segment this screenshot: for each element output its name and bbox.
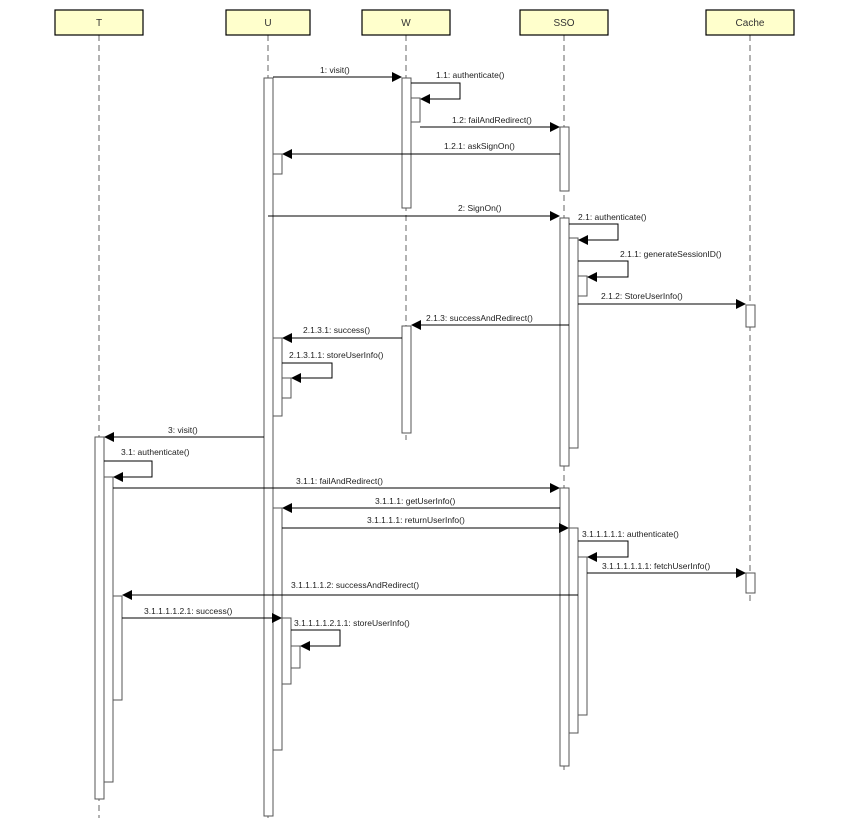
activation-sso-fail2 xyxy=(559,487,570,767)
message-3-1-1-1-1-2-1-label: 3.1.1.1.1.2.1: success() xyxy=(144,606,233,616)
activation-u-asksignon xyxy=(272,153,283,175)
message-3-1-1-1-1-1-1[interactable]: 3.1.1.1.1.1.1: fetchUserInfo() xyxy=(587,561,746,578)
activation-sso-authenticate2 xyxy=(577,556,588,716)
message-2-1[interactable]: 2.1: authenticate() xyxy=(569,212,647,245)
message-2-1-3[interactable]: 2.1.3: successAndRedirect() xyxy=(411,313,569,330)
activation-w-authenticate xyxy=(410,97,421,123)
message-3-label: 3: visit() xyxy=(168,425,198,435)
message-3-1-1-1-1-2-1-1[interactable]: 3.1.1.1.1.2.1.1: storeUserInfo() xyxy=(291,618,410,651)
participant-cache[interactable]: Cache xyxy=(705,9,795,36)
activation-t-visit xyxy=(94,436,105,800)
activation-sso-fail xyxy=(559,126,570,192)
message-1-2-label: 1.2: failAndRedirect() xyxy=(452,115,532,125)
message-2-1-1-label: 2.1.1: generateSessionID() xyxy=(620,249,722,259)
message-3-1-1-1[interactable]: 3.1.1.1: getUserInfo() xyxy=(282,496,560,513)
participant-w[interactable]: W xyxy=(361,9,451,36)
activation-sso-generatesession xyxy=(577,275,588,297)
participant-t-label: T xyxy=(96,18,102,29)
message-1-label: 1: visit() xyxy=(320,65,350,75)
activation-sso-authenticate xyxy=(568,237,579,449)
message-3-1-1-1-label: 3.1.1.1: getUserInfo() xyxy=(375,496,455,506)
message-2-1-3-1[interactable]: 2.1.3.1: success() xyxy=(282,325,402,343)
message-2-1-3-1-1-label: 2.1.3.1.1: storeUserInfo() xyxy=(289,350,384,360)
message-3-1-1-1-1-2[interactable]: 3.1.1.1.1.2: successAndRedirect() xyxy=(122,580,578,600)
message-3-1-1-label: 3.1.1: failAndRedirect() xyxy=(296,476,383,486)
message-1-2-1-label: 1.2.1: askSignOn() xyxy=(444,141,515,151)
message-1-2[interactable]: 1.2: failAndRedirect() xyxy=(420,115,560,132)
message-1-1-label: 1.1: authenticate() xyxy=(436,70,505,80)
message-2-1-2[interactable]: 2.1.2: StoreUserInfo() xyxy=(578,291,746,309)
activation-cache-store xyxy=(745,304,756,328)
activation-u-success xyxy=(272,337,283,417)
activation-u-storeuserinfo xyxy=(281,377,292,399)
participant-w-label: W xyxy=(401,18,411,29)
message-3-1-1-1-1-1-1-label: 3.1.1.1.1.1.1: fetchUserInfo() xyxy=(602,561,710,571)
message-3[interactable]: 3: visit() xyxy=(104,425,264,442)
participant-sso[interactable]: SSO xyxy=(519,9,609,36)
activation-t-authenticate xyxy=(103,476,114,783)
message-3-1-label: 3.1: authenticate() xyxy=(121,447,190,457)
message-1[interactable]: 1: visit() xyxy=(273,65,402,82)
activation-w-success xyxy=(401,325,412,434)
message-2-1-3-label: 2.1.3: successAndRedirect() xyxy=(426,313,533,323)
participant-t[interactable]: T xyxy=(54,9,144,36)
activation-w-visit xyxy=(401,77,412,209)
participant-cache-label: Cache xyxy=(736,18,765,29)
message-3-1-1-1-1-label: 3.1.1.1.1: returnUserInfo() xyxy=(367,515,465,525)
activation-cache-fetch xyxy=(745,572,756,594)
message-2-1-3-1-1[interactable]: 2.1.3.1.1: storeUserInfo() xyxy=(282,350,384,383)
message-1-2-1[interactable]: 1.2.1: askSignOn() xyxy=(282,141,560,159)
message-3-1-1-1-1-2-1[interactable]: 3.1.1.1.1.2.1: success() xyxy=(122,606,282,623)
activation-sso-signon xyxy=(559,217,570,467)
message-2[interactable]: 2: SignOn() xyxy=(268,203,560,221)
message-3-1-1-1-1-1[interactable]: 3.1.1.1.1.1: authenticate() xyxy=(578,529,679,562)
activation-u-main xyxy=(263,77,274,817)
message-2-1-2-label: 2.1.2: StoreUserInfo() xyxy=(601,291,683,301)
message-2-label: 2: SignOn() xyxy=(458,203,502,213)
activation-sso-returnuserinfo xyxy=(568,527,579,734)
participant-sso-label: SSO xyxy=(553,18,574,29)
message-1-1[interactable]: 1.1: authenticate() xyxy=(411,70,505,104)
message-3-1-1-1-1-1-label: 3.1.1.1.1.1: authenticate() xyxy=(582,529,679,539)
participant-u-label: U xyxy=(264,18,271,29)
message-3-1-1[interactable]: 3.1.1: failAndRedirect() xyxy=(113,476,560,493)
message-2-1-3-1-label: 2.1.3.1: success() xyxy=(303,325,370,335)
message-3-1-1-1-1-2-label: 3.1.1.1.1.2: successAndRedirect() xyxy=(291,580,419,590)
participant-u[interactable]: U xyxy=(225,9,311,36)
activation-u-success2 xyxy=(281,617,292,685)
message-2-1-1[interactable]: 2.1.1: generateSessionID() xyxy=(578,249,722,282)
activation-u-storeuserinfo2 xyxy=(290,645,301,669)
activation-t-successredirect xyxy=(112,595,123,701)
message-3-1-1-1-1[interactable]: 3.1.1.1.1: returnUserInfo() xyxy=(282,515,569,533)
message-3-1-1-1-1-2-1-1-label: 3.1.1.1.1.2.1.1: storeUserInfo() xyxy=(294,618,410,628)
message-3-1[interactable]: 3.1: authenticate() xyxy=(104,447,190,482)
message-2-1-label: 2.1: authenticate() xyxy=(578,212,647,222)
activation-u-getuserinfo xyxy=(272,507,283,751)
